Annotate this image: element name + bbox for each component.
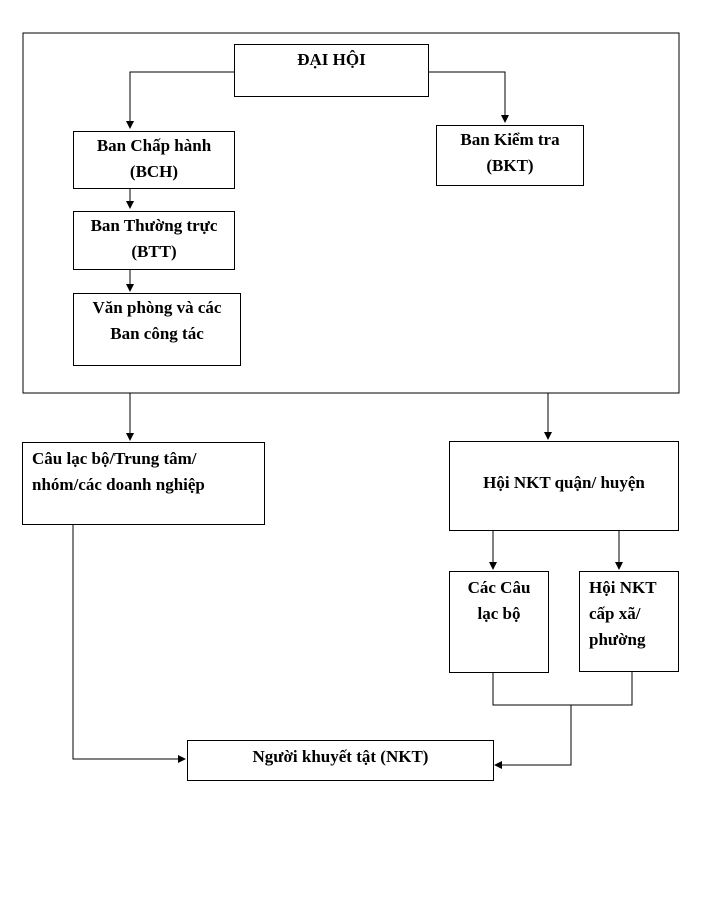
connector-daihoi-bch (126, 71, 235, 129)
van-phong-label-line2: Ban công tác (110, 324, 204, 343)
cac-clb-label-line1: Các Câu (467, 578, 531, 597)
hoi-xa-phuong-box: Hội NKT cấp xã/ phường (579, 571, 679, 672)
clb-trung-tam-box: Câu lạc bộ/Trung tâm/ nhóm/các doanh ngh… (22, 442, 265, 525)
btt-box: Ban Thường trực (BTT) (73, 211, 235, 270)
cac-clb-box: Các Câu lạc bộ (449, 571, 549, 673)
connector-clb-nkt (72, 524, 186, 763)
nkt-box: Người khuyết tật (NKT) (187, 740, 494, 781)
btt-label-line1: Ban Thường trực (90, 216, 218, 235)
hoi-xa-phuong-label-line1: Hội NKT (589, 578, 657, 597)
connector-daihoi-bkt (428, 71, 509, 123)
bch-box: Ban Chấp hành (BCH) (73, 131, 235, 189)
bch-label-line1: Ban Chấp hành (96, 136, 212, 155)
bch-label-line2: (BCH) (129, 162, 179, 181)
hoi-xa-phuong-label-line2: cấp xã/ (589, 604, 641, 623)
clb-trung-tam-label-line1: Câu lạc bộ/Trung tâm/ (32, 449, 197, 468)
hoi-quan-huyen-box: Hội NKT quận/ huyện (449, 441, 679, 531)
connector-merge-nkt (494, 705, 572, 769)
bkt-label-line2: (BKT) (486, 156, 534, 175)
clb-trung-tam-label-line2: nhóm/các doanh nghiệp (32, 475, 205, 494)
btt-label-line2: (BTT) (131, 242, 177, 261)
bkt-box: Ban Kiểm tra (BKT) (436, 125, 584, 186)
outer-frame (22, 32, 680, 394)
bkt-label-line1: Ban Kiểm tra (460, 130, 560, 149)
cac-clb-label-line2: lạc bộ (477, 604, 521, 623)
dai-hoi-label: ĐẠI HỘI (297, 50, 366, 69)
connector-merge (492, 672, 633, 706)
van-phong-label-line1: Văn phòng và các (92, 298, 222, 317)
dai-hoi-box: ĐẠI HỘI (234, 44, 429, 97)
van-phong-box: Văn phòng và các Ban công tác (73, 293, 241, 366)
nkt-label: Người khuyết tật (NKT) (252, 747, 429, 766)
hoi-quan-huyen-label: Hội NKT quận/ huyện (483, 473, 645, 492)
hoi-xa-phuong-label-line3: phường (589, 630, 646, 649)
